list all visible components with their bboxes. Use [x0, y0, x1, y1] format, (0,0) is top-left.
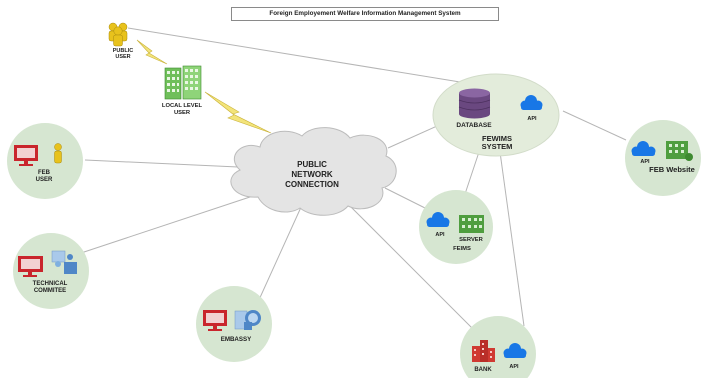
- bank-building-icon: [472, 340, 495, 362]
- link-embassy-to-network: [257, 204, 303, 303]
- api-cloud-icon: [426, 212, 450, 227]
- bank-label: BANK: [474, 367, 492, 373]
- cloud-icon: [230, 127, 397, 216]
- user-icon: [54, 143, 62, 164]
- diagram-title: Foreign Employement Welfare Information …: [231, 7, 499, 21]
- lightning-icon: [204, 91, 272, 134]
- feb-user-node[interactable]: FEB USER: [7, 123, 83, 199]
- link-feb-user-to-network: [84, 159, 239, 168]
- fewims-system-label-line2: SYSTEM: [482, 142, 513, 151]
- server-icon: [459, 215, 484, 233]
- feb-user-label-line1: FEB: [38, 170, 51, 176]
- public-network-label-line2: NETWORK: [291, 170, 333, 179]
- server-api-label: API: [435, 232, 445, 238]
- users-group-icon: [108, 22, 128, 47]
- api-cloud-icon: [520, 95, 543, 110]
- fewims-system-label-line1: FEWIMS: [482, 134, 512, 143]
- public-user-node[interactable]: PUBLIC USER: [108, 22, 134, 60]
- globe-people-icon: [234, 310, 261, 330]
- technical-committee-node[interactable]: TECHNICAL COMMITEE: [13, 233, 89, 309]
- link-network-to-server: [384, 187, 426, 209]
- local-level-user-label-line2: USER: [174, 110, 191, 116]
- public-network-label-line3: CONNECTION: [285, 180, 339, 189]
- api-cloud-icon: [503, 343, 527, 358]
- feb-user-label-line2: USER: [36, 177, 53, 183]
- monitor-icon: [18, 256, 43, 277]
- link-public-user-to-fewims: [127, 27, 461, 83]
- fewims-server-label: FEIMS: [453, 246, 471, 252]
- link-technical-to-network: [77, 192, 263, 255]
- link-fewims-to-website: [562, 110, 627, 141]
- feb-website-label: FEB Website: [649, 165, 695, 174]
- team-icon: [51, 250, 77, 274]
- feb-website-api-label: API: [640, 159, 650, 165]
- bank-node[interactable]: BANK API: [460, 316, 536, 378]
- embassy-label: EMBASSY: [221, 336, 252, 343]
- building-icon: [666, 141, 693, 161]
- local-level-user-node[interactable]: LOCAL LEVEL USER: [162, 65, 203, 116]
- embassy-node[interactable]: EMBASSY: [196, 286, 272, 362]
- feb-website-node[interactable]: API FEB Website: [625, 120, 701, 196]
- lightning-icon: [136, 39, 168, 65]
- link-fewims-to-bank: [499, 151, 525, 327]
- public-user-label-line1: PUBLIC: [113, 48, 134, 54]
- fewims-server-node[interactable]: API SERVER FEIMS: [419, 190, 493, 264]
- fewims-system-node[interactable]: DATABASE API FEWIMS SYSTEM: [432, 73, 560, 157]
- fewims-api-label: API: [527, 116, 537, 122]
- local-level-user-label-line1: LOCAL LEVEL: [162, 103, 203, 109]
- technical-committee-label-line2: COMMITEE: [34, 288, 66, 294]
- api-cloud-icon: [631, 141, 656, 156]
- database-label: DATABASE: [456, 122, 492, 129]
- public-user-label-line2: USER: [115, 54, 130, 60]
- bank-api-label: API: [509, 364, 519, 370]
- public-network-label-line1: PUBLIC: [297, 160, 327, 169]
- public-network-node[interactable]: PUBLIC NETWORK CONNECTION: [230, 127, 397, 216]
- database-icon: [458, 88, 491, 119]
- server-label: SERVER: [459, 237, 484, 243]
- technical-committee-label-line1: TECHNICAL: [33, 281, 68, 287]
- monitor-icon: [203, 310, 227, 331]
- monitor-icon: [14, 145, 38, 166]
- buildings-icon: [164, 65, 202, 100]
- link-bank-to-network: [344, 200, 479, 335]
